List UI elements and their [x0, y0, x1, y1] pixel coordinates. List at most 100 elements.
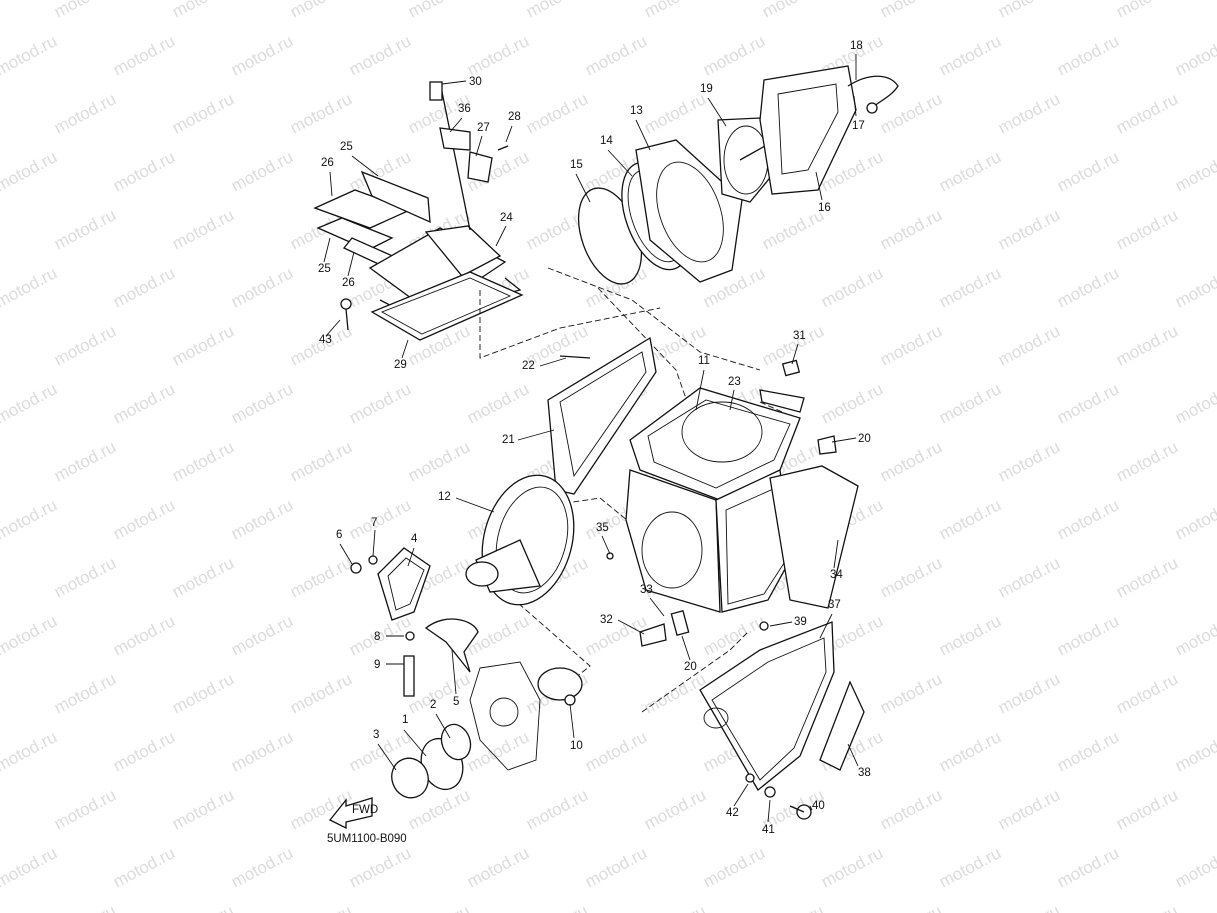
watermark-text: motod.ru	[641, 89, 709, 137]
callout-leader-line	[403, 729, 427, 757]
watermark-text: motod.ru	[169, 205, 237, 253]
watermark-text: motod.ru	[0, 727, 60, 775]
watermark-text: motod.ru	[51, 321, 119, 369]
watermark-text: motod.ru	[641, 669, 709, 717]
watermark-text: motod.ru	[1172, 147, 1217, 195]
callout-number: 21	[502, 434, 515, 446]
callout-number: 20	[684, 661, 697, 673]
watermark-text: motod.ru	[110, 843, 178, 891]
callout-number: 16	[818, 202, 831, 214]
watermark-text: motod.ru	[1054, 727, 1122, 775]
watermark-text: motod.ru	[0, 263, 60, 311]
watermark-text: motod.ru	[405, 437, 473, 485]
watermark-text: motod.ru	[169, 669, 237, 717]
watermark-text: motod.ru	[51, 89, 119, 137]
watermark-text: motod.ru	[1113, 901, 1181, 913]
callout-number: 9	[374, 659, 380, 671]
callout-number: 22	[522, 360, 535, 372]
watermark-text: motod.ru	[228, 379, 296, 427]
watermark-text: motod.ru	[51, 0, 119, 22]
watermark-text: motod.ru	[1054, 31, 1122, 79]
watermark-text: motod.ru	[287, 89, 355, 137]
watermark-text: motod.ru	[995, 785, 1063, 833]
fwd-arrow-icon: FWD	[328, 797, 378, 830]
watermark-text: motod.ru	[1054, 379, 1122, 427]
watermark-text: motod.ru	[1172, 263, 1217, 311]
watermark-text: motod.ru	[1113, 785, 1181, 833]
watermark-text: motod.ru	[1113, 669, 1181, 717]
watermark-text: motod.ru	[287, 553, 355, 601]
callout-leader-line	[635, 119, 651, 151]
callout-leader-line	[339, 543, 353, 565]
watermark-text: motod.ru	[51, 553, 119, 601]
watermark-text: motod.ru	[1113, 437, 1181, 485]
watermark-text: motod.ru	[228, 31, 296, 79]
watermark-text: motod.ru	[936, 495, 1004, 543]
watermark-text: motod.ru	[287, 437, 355, 485]
callout-number: 28	[508, 111, 521, 123]
callout-number: 29	[394, 359, 407, 371]
callout-number: 18	[850, 40, 863, 52]
callout-leader-line	[372, 529, 376, 557]
watermark-text: motod.ru	[995, 669, 1063, 717]
watermark-text: motod.ru	[0, 901, 1, 913]
watermark-text: motod.ru	[877, 669, 945, 717]
watermark-text: motod.ru	[641, 785, 709, 833]
watermark-text: motod.ru	[346, 379, 414, 427]
watermark-text: motod.ru	[346, 31, 414, 79]
watermark-text: motod.ru	[700, 843, 768, 891]
watermark-text: motod.ru	[1172, 611, 1217, 659]
watermark-text: motod.ru	[346, 495, 414, 543]
watermark-text: motod.ru	[228, 147, 296, 195]
callout-number: 25	[318, 263, 331, 275]
callout-number: 19	[700, 83, 713, 95]
watermark-text: motod.ru	[287, 901, 355, 913]
watermark-text: motod.ru	[523, 901, 591, 913]
watermark-text: motod.ru	[228, 495, 296, 543]
callout-leader-line	[831, 437, 857, 443]
callout-number: 36	[458, 103, 471, 115]
watermark-text: motod.ru	[228, 843, 296, 891]
watermark-text: motod.ru	[1054, 611, 1122, 659]
callout-leader-line	[733, 783, 749, 807]
callout-leader-line	[833, 539, 839, 569]
watermark-text: motod.ru	[1054, 147, 1122, 195]
watermark-text: motod.ru	[759, 205, 827, 253]
watermark-text: motod.ru	[464, 727, 532, 775]
callout-number: 11	[698, 355, 710, 367]
watermark-text: motod.ru	[1113, 321, 1181, 369]
watermark-text: motod.ru	[0, 321, 1, 369]
callout-leader-line	[495, 225, 507, 247]
watermark-text: motod.ru	[936, 727, 1004, 775]
watermark-text: motod.ru	[582, 843, 650, 891]
watermark-text: motod.ru	[523, 0, 591, 22]
air-filter-assembly	[577, 65, 899, 285]
watermark-text: motod.ru	[523, 89, 591, 137]
watermark-text: motod.ru	[818, 379, 886, 427]
callout-leader-line	[815, 171, 823, 201]
callout-leader-line	[769, 621, 793, 627]
callout-leader-line	[325, 319, 341, 337]
watermark-text: motod.ru	[110, 31, 178, 79]
watermark-text: motod.ru	[0, 437, 1, 485]
watermark-text: motod.ru	[110, 147, 178, 195]
watermark-text: motod.ru	[51, 669, 119, 717]
watermark-text: motod.ru	[464, 31, 532, 79]
watermark-text: motod.ru	[169, 437, 237, 485]
watermark-text: motod.ru	[936, 147, 1004, 195]
callout-leader-line	[601, 535, 611, 555]
callout-number: 31	[793, 330, 806, 342]
callout-number: 26	[342, 277, 355, 289]
watermark-text: motod.ru	[995, 553, 1063, 601]
callout-number: 38	[858, 767, 871, 779]
watermark-text: motod.ru	[818, 843, 886, 891]
callout-leader-line	[455, 497, 495, 513]
callout-leader-line	[441, 80, 467, 85]
callout-leader-line	[607, 149, 633, 177]
watermark-text: motod.ru	[0, 379, 60, 427]
watermark-text: motod.ru	[169, 901, 237, 913]
watermark-text: motod.ru	[641, 901, 709, 913]
callout-leader-line	[377, 743, 397, 771]
watermark-text: motod.ru	[405, 669, 473, 717]
diagram-code: 5UM1100-B090	[327, 833, 407, 845]
